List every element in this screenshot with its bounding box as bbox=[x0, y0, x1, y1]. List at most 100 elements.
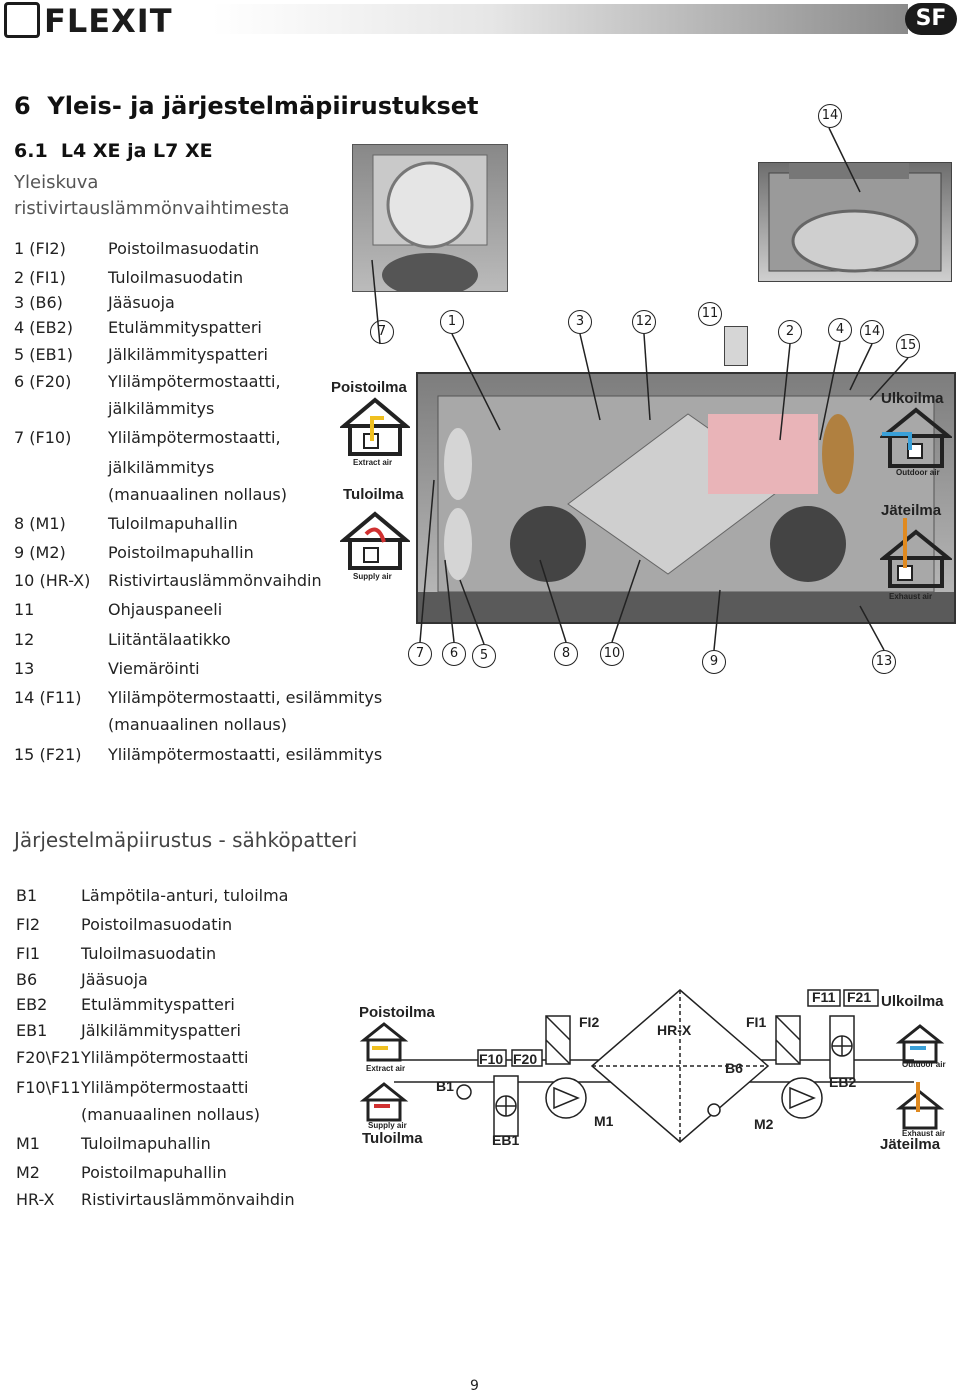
legend-text: (manuaalinen nollaus) bbox=[108, 485, 287, 504]
unit-main-photo bbox=[416, 372, 956, 624]
legend-text: (manuaalinen nollaus) bbox=[108, 715, 287, 734]
callout-15: 15 bbox=[896, 334, 920, 358]
legend-number: 14 (F11) bbox=[14, 688, 82, 707]
legend-number: 12 bbox=[14, 630, 35, 649]
page-number: 9 bbox=[470, 1378, 479, 1394]
system-legend-code: F20\F21 bbox=[16, 1048, 81, 1067]
unit-top-photo bbox=[352, 144, 508, 297]
diagram-label-f21: F21 bbox=[847, 989, 872, 1005]
legend-text: Ylilämpötermostaatti, esilämmitys bbox=[108, 688, 383, 707]
legend-text: Liitäntälaatikko bbox=[108, 630, 231, 649]
system-legend-text: (manuaalinen nollaus) bbox=[81, 1105, 260, 1124]
diagram-label-f10: F10 bbox=[479, 1051, 504, 1067]
system-legend-text: Poistoilmasuodatin bbox=[81, 915, 233, 934]
diagram-extract-air-label: Extract air bbox=[366, 1064, 406, 1073]
diagram-exhaust-air-label: Exhaust air bbox=[902, 1129, 946, 1138]
diagram-label-tuloilma: Tuloilma bbox=[362, 1130, 423, 1147]
section-heading: 6 Yleis- ja järjestelmäpiirustukset bbox=[14, 92, 479, 120]
system-legend-text: Poistoilmapuhallin bbox=[81, 1163, 227, 1182]
callout-13: 13 bbox=[872, 650, 896, 674]
supply-air-house-icon bbox=[340, 511, 410, 570]
legend-text: Etulämmityspatteri bbox=[108, 318, 262, 337]
flexit-logo-icon bbox=[4, 2, 40, 38]
system-legend-code: HR-X bbox=[16, 1190, 55, 1209]
outdoor-air-house-icon bbox=[880, 407, 952, 468]
callout-10: 10 bbox=[600, 642, 624, 666]
unit-top-right-photo bbox=[758, 162, 952, 282]
diagram-label-ulkoilma: Ulkoilma bbox=[881, 993, 944, 1010]
overview-label-1: Yleiskuva bbox=[14, 172, 99, 193]
callout-3: 3 bbox=[568, 310, 592, 334]
system-legend-code: B6 bbox=[16, 970, 38, 989]
language-badge: SF bbox=[905, 3, 957, 35]
legend-number: 3 (B6) bbox=[14, 293, 63, 312]
callout-14: 14 bbox=[860, 320, 884, 344]
extract-air-house-icon bbox=[340, 397, 410, 456]
system-legend-text: Tuloilmasuodatin bbox=[81, 944, 217, 963]
system-legend-text: Lämpötila-anturi, tuloilma bbox=[81, 886, 289, 905]
callout-5: 5 bbox=[472, 644, 496, 668]
system-legend-code: M2 bbox=[16, 1163, 40, 1182]
diagram-supply-air-label: Supply air bbox=[368, 1121, 407, 1130]
diagram-outdoor-air-label: Outdoor air bbox=[902, 1060, 946, 1069]
legend-number: 11 bbox=[14, 600, 35, 619]
legend-number: 15 (F21) bbox=[14, 745, 82, 764]
system-schematic bbox=[359, 989, 945, 1143]
legend-number: 13 bbox=[14, 659, 35, 678]
system-legend-code: M1 bbox=[16, 1134, 40, 1153]
photo-label-ulkoilma: Ulkoilma bbox=[881, 390, 944, 407]
system-legend-code: EB2 bbox=[16, 995, 48, 1014]
system-legend-text: Etulämmityspatteri bbox=[81, 995, 235, 1014]
legend-number: 4 (EB2) bbox=[14, 318, 74, 337]
system-legend-text: Ylilämpötermostaatti bbox=[81, 1048, 249, 1067]
legend-number: 1 (FI2) bbox=[14, 239, 66, 258]
callout-14-top: 14 bbox=[818, 104, 842, 128]
legend-number: 5 (EB1) bbox=[14, 345, 74, 364]
legend-text: Viemäröinti bbox=[108, 659, 200, 678]
legend-text: Ristivirtauslämmönvaihdin bbox=[108, 571, 322, 590]
legend-text: Tuloilmasuodatin bbox=[108, 268, 244, 287]
diagram-label-fi1: FI1 bbox=[746, 1014, 767, 1030]
callout-11: 11 bbox=[698, 302, 722, 326]
legend-text: Ohjauspaneeli bbox=[108, 600, 223, 619]
legend-text: Jälkilämmityspatteri bbox=[108, 345, 268, 364]
callout-8: 8 bbox=[554, 642, 578, 666]
legend-number: 8 (M1) bbox=[14, 514, 66, 533]
header-gradient bbox=[212, 4, 908, 34]
diagram-label-f11: F11 bbox=[812, 989, 836, 1005]
legend-text: jälkilämmitys bbox=[108, 458, 215, 477]
legend-text: Tuloilmapuhallin bbox=[108, 514, 238, 533]
legend-number: 9 (M2) bbox=[14, 543, 66, 562]
control-panel-icon bbox=[724, 326, 748, 366]
callout-12: 12 bbox=[632, 310, 656, 334]
diagram-label-fi2: FI2 bbox=[579, 1014, 600, 1030]
photo-extract-air-label: Extract air bbox=[353, 458, 393, 467]
system-legend-text: Ristivirtauslämmönvaihdin bbox=[81, 1190, 295, 1209]
legend-number: 7 (F10) bbox=[14, 428, 72, 447]
legend-text: Poistoilmasuodatin bbox=[108, 239, 260, 258]
overview-label-2: ristivirtauslämmönvaihtimesta bbox=[14, 198, 290, 219]
callout-7-bottom: 7 bbox=[408, 642, 432, 666]
system-diagram-title: Järjestelmäpiirustus - sähköpatteri bbox=[14, 828, 358, 852]
callout-1: 1 bbox=[440, 310, 464, 334]
legend-text: jälkilämmitys bbox=[108, 399, 215, 418]
exhaust-air-house-icon bbox=[880, 518, 952, 588]
diagram-label-m1: M1 bbox=[594, 1113, 614, 1129]
diagram-label-b1: B1 bbox=[436, 1078, 454, 1094]
system-legend-text: Jälkilämmityspatteri bbox=[81, 1021, 241, 1040]
diagram-label-hrx: HR-X bbox=[657, 1022, 692, 1038]
flexit-logo: FLEXIT bbox=[4, 2, 173, 41]
system-legend-text: Ylilämpötermostaatti bbox=[81, 1078, 249, 1097]
diagram-label-m2: M2 bbox=[754, 1116, 774, 1132]
diagram-label-eb1: EB1 bbox=[492, 1132, 520, 1148]
legend-number: 10 (HR-X) bbox=[14, 571, 91, 590]
legend-text: Poistoilmapuhallin bbox=[108, 543, 254, 562]
legend-text: Ylilämpötermostaatti, esilämmitys bbox=[108, 745, 383, 764]
photo-label-poistoilma: Poistoilma bbox=[331, 379, 407, 396]
system-legend-code: FI2 bbox=[16, 915, 41, 934]
callout-9: 9 bbox=[702, 650, 726, 674]
photo-label-jateilma: Jäteilma bbox=[881, 502, 942, 519]
header-bar: FLEXIT SF bbox=[0, 0, 960, 41]
diagram-label-b6: B6 bbox=[725, 1060, 743, 1076]
system-legend-code: EB1 bbox=[16, 1021, 48, 1040]
